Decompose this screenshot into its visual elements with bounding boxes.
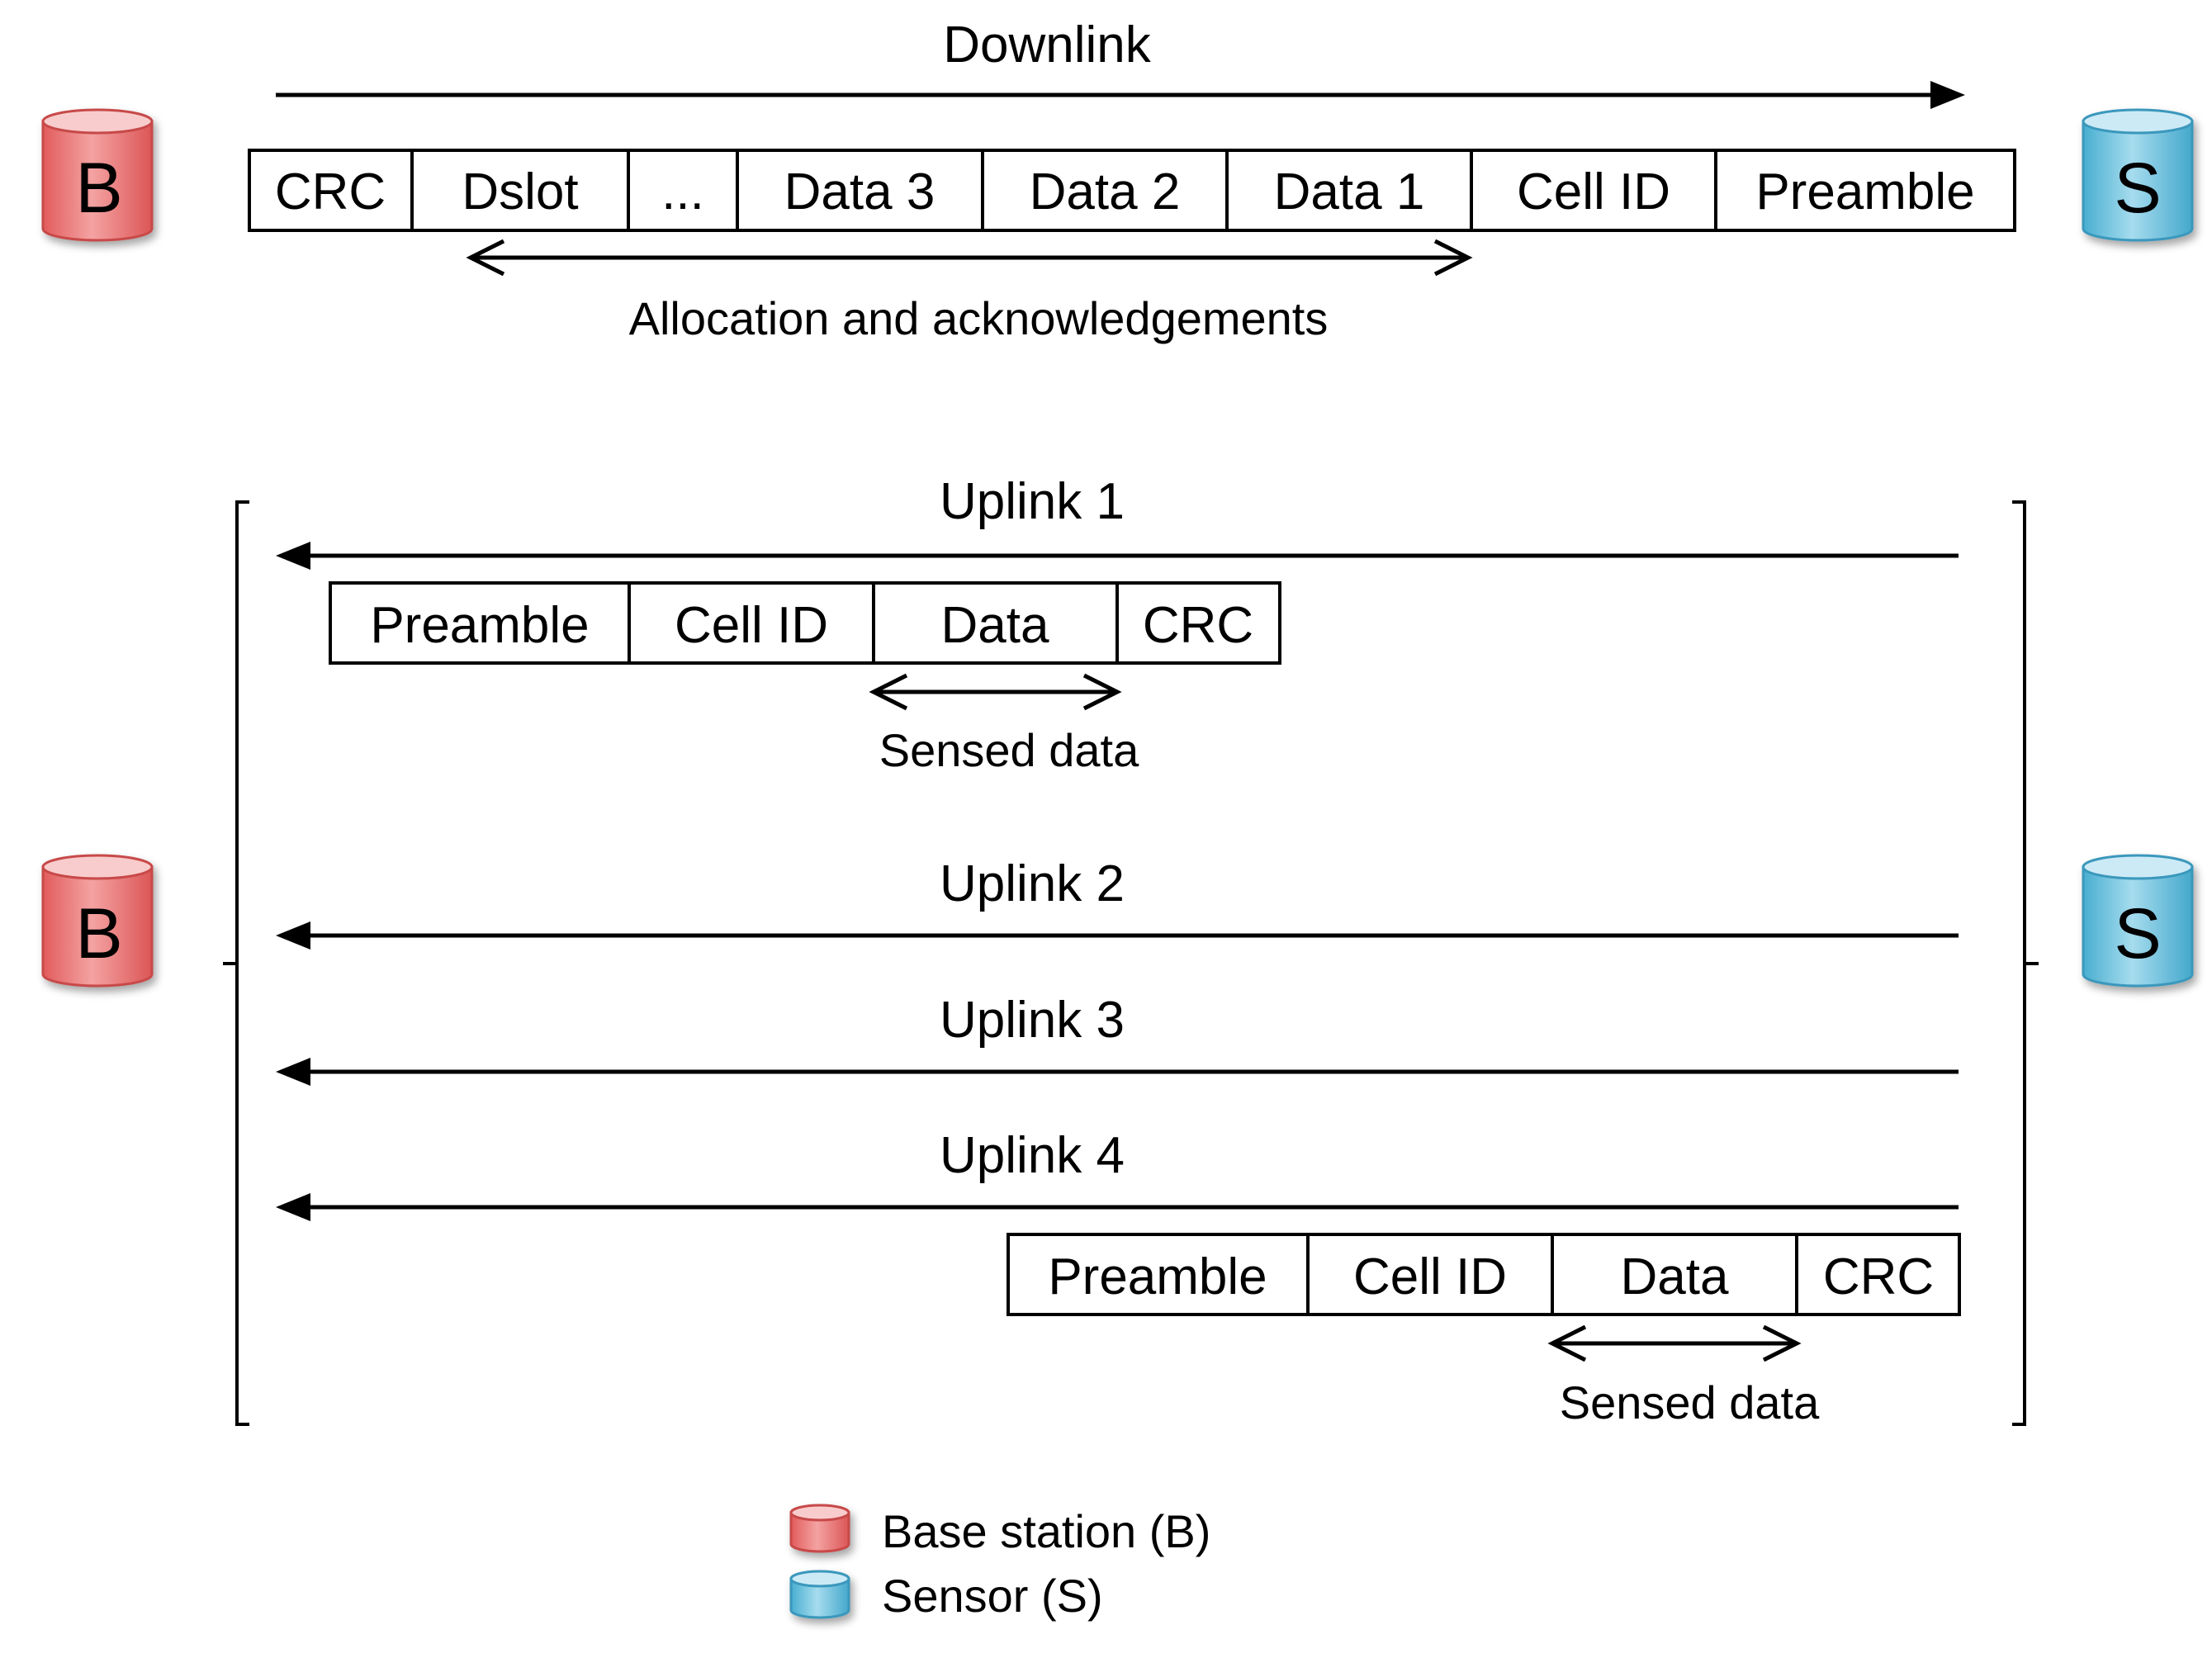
- legend: Base station (B) Sensor (S): [789, 1504, 1210, 1622]
- uplink-4-frame: Preamble Cell ID Data CRC: [1007, 1233, 1961, 1316]
- downlink-field-preamble: Preamble: [1755, 163, 1974, 220]
- downlink-section: Downlink CRC Dslot ... Data 3 Data 2 Dat…: [248, 17, 2016, 344]
- downlink-field-dslot: Dslot: [462, 163, 578, 220]
- downlink-field-ellipsis: ...: [661, 163, 704, 220]
- uplink-4-field-crc: CRC: [1823, 1248, 1934, 1305]
- uplink-bracket-left: [223, 500, 249, 1426]
- uplink-1-arrow: [276, 542, 1959, 570]
- downlink-field-data1: Data 1: [1274, 163, 1425, 220]
- base-station-letter-top: B: [75, 149, 122, 228]
- legend-base-station-icon: [789, 1504, 850, 1553]
- uplink-4-arrow: [276, 1193, 1959, 1221]
- sensor-node-top: S: [2082, 108, 2194, 242]
- uplink-4: Uplink 4 Preamble Cell ID Data CRC Sense…: [276, 1127, 1961, 1428]
- downlink-field-cell-id: Cell ID: [1517, 163, 1670, 220]
- uplink-3: Uplink 3: [276, 992, 1959, 1086]
- downlink-span-label: Allocation and acknowledgements: [629, 292, 1329, 344]
- uplink-1-frame: Preamble Cell ID Data CRC: [329, 581, 1281, 665]
- sensor-letter-top: S: [2114, 149, 2161, 228]
- base-station-letter-bottom: B: [75, 894, 122, 973]
- sensor-letter-bottom: S: [2114, 894, 2161, 973]
- uplink-bracket-right: [2012, 500, 2039, 1426]
- uplink-3-arrow: [276, 1058, 1959, 1086]
- uplink-1: Uplink 1 Preamble Cell ID Data CRC Sense…: [276, 473, 1959, 776]
- uplink-1-field-cell-id: Cell ID: [675, 597, 828, 654]
- legend-sensor-label: Sensor (S): [882, 1570, 1103, 1622]
- uplink-4-field-cell-id: Cell ID: [1353, 1248, 1507, 1305]
- downlink-field-crc: CRC: [275, 163, 386, 220]
- base-station-node-top: B: [41, 108, 154, 242]
- uplink-1-span-label: Sensed data: [879, 724, 1139, 776]
- uplink-4-field-data: Data: [1621, 1248, 1729, 1305]
- legend-sensor-icon: [789, 1570, 850, 1619]
- uplink-4-span-arrow: [1547, 1324, 1802, 1362]
- uplink-2-arrow: [276, 921, 1959, 950]
- legend-base-station-label: Base station (B): [882, 1505, 1210, 1557]
- base-station-node-bottom: B: [41, 854, 154, 988]
- uplink-1-span-arrow: [869, 673, 1122, 711]
- uplink-4-span-label: Sensed data: [1560, 1376, 1820, 1428]
- uplink-2-label: Uplink 2: [940, 855, 1125, 912]
- uplink-1-label: Uplink 1: [940, 473, 1125, 530]
- sensor-node-bottom: S: [2082, 854, 2194, 988]
- downlink-field-data3: Data 3: [784, 163, 935, 220]
- uplink-1-field-crc: CRC: [1143, 597, 1253, 654]
- downlink-span-arrow: [466, 239, 1473, 277]
- uplink-4-field-preamble: Preamble: [1048, 1248, 1267, 1305]
- downlink-arrow: [276, 81, 1965, 109]
- downlink-label: Downlink: [943, 17, 1152, 73]
- uplink-3-label: Uplink 3: [940, 992, 1125, 1049]
- downlink-frame: CRC Dslot ... Data 3 Data 2 Data 1 Cell …: [248, 149, 2016, 232]
- uplink-1-field-preamble: Preamble: [370, 597, 589, 654]
- uplink-4-label: Uplink 4: [940, 1127, 1125, 1184]
- downlink-field-data2: Data 2: [1030, 163, 1181, 220]
- uplink-2: Uplink 2: [276, 855, 1959, 950]
- uplink-1-field-data: Data: [941, 597, 1049, 654]
